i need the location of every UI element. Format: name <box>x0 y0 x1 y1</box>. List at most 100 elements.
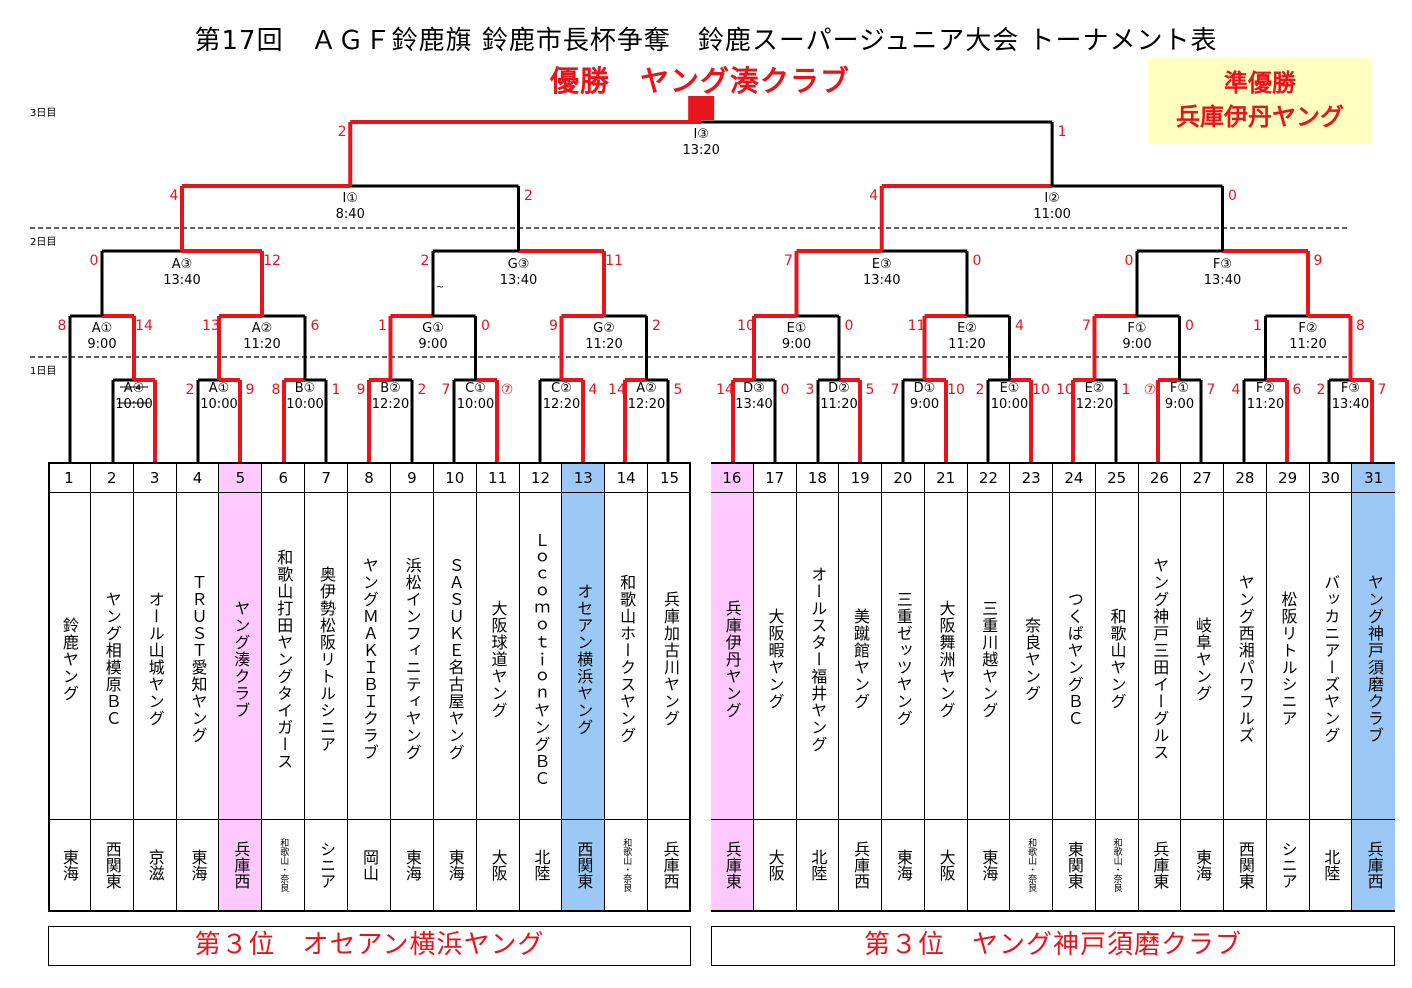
match-time: 13:40 <box>1332 397 1369 412</box>
match-time: 12:20 <box>628 397 665 412</box>
team-region: シニア <box>1266 819 1309 910</box>
match-time: 12:20 <box>543 397 580 412</box>
score-right: 10 <box>947 382 965 398</box>
page-title: 第17回 ＡＧＦ鈴鹿旗 鈴鹿市長杯争奪 鈴鹿スーパージュニア大会 トーナメント表 <box>194 26 1218 56</box>
runner-up-team: 兵庫伊丹ヤング <box>1176 103 1344 131</box>
third-place-left: 第３位 オセアン横浜ヤング <box>48 926 691 966</box>
team-name: 和歌山打田ヤングタイガース <box>274 548 294 770</box>
score-left: 14 <box>716 382 734 398</box>
match-time: 10:00 <box>115 397 152 412</box>
score-right: 14 <box>135 318 153 334</box>
team-name: 浜松インフィニティヤング <box>402 557 422 761</box>
team-region: 西関東 <box>562 819 605 910</box>
score-left: 7 <box>891 382 900 398</box>
match-code: G③ <box>508 257 530 272</box>
score-right: 5 <box>866 382 875 398</box>
score-right: 0 <box>973 253 982 269</box>
team-region: 兵庫西 <box>648 819 691 910</box>
match-time: 9:00 <box>782 337 811 352</box>
team-name: ヤングＭＡＫＩＢＩクラブ <box>359 557 379 761</box>
team-region: 和歌山・奈良 <box>1010 819 1052 910</box>
dash-mark: ~ <box>436 282 444 293</box>
score-right: 2 <box>418 382 427 398</box>
match-code: D③ <box>743 381 765 396</box>
team-number: 7 <box>305 464 348 493</box>
match-time: 13:40 <box>500 273 537 288</box>
match-time: 8:40 <box>336 207 365 222</box>
team-name: ヤング西湘パワフルズ <box>1235 574 1255 744</box>
match-time: 9:00 <box>1165 397 1194 412</box>
score-right: 9 <box>1314 253 1323 269</box>
match-code: A② <box>636 381 657 396</box>
score-right: 1 <box>1122 382 1131 398</box>
match-code: A① <box>92 321 113 336</box>
score-right: 12 <box>263 253 281 269</box>
match-code: F② <box>1298 321 1317 336</box>
team-name: オール山城ヤング <box>145 591 165 727</box>
match-code: D① <box>914 381 936 396</box>
score-right: 0 <box>1228 188 1237 204</box>
score-right: 6 <box>311 318 320 334</box>
team-name: ヤング湊クラブ <box>231 599 251 719</box>
score-right: 0 <box>481 318 490 334</box>
champion-marker <box>688 96 715 120</box>
match-code: F③ <box>1341 381 1360 396</box>
score-left: 7 <box>1082 318 1091 334</box>
score-right: 4 <box>589 382 598 398</box>
day-label-3: 3日目 <box>30 108 57 119</box>
team-number: 16 <box>711 464 753 493</box>
team-region: 大阪 <box>753 819 796 910</box>
day-label-2: 2日目 <box>30 237 57 248</box>
match-time: 11:20 <box>820 397 857 412</box>
third-place-right: 第３位 ヤング神戸須磨クラブ <box>711 926 1395 966</box>
score-right: 1 <box>332 382 341 398</box>
score-left: 3 <box>806 382 815 398</box>
match-time: 9:00 <box>910 397 939 412</box>
score-left: ⑦ <box>1144 382 1157 398</box>
score-left: 9 <box>357 382 366 398</box>
score-left: 8 <box>272 382 281 398</box>
match-time: 12:20 <box>372 397 409 412</box>
team-region: 兵庫西 <box>1352 819 1395 910</box>
score-right: 7 <box>1207 382 1216 398</box>
team-number: 20 <box>882 464 924 493</box>
match-time: 11:20 <box>1247 397 1284 412</box>
team-region: 東海 <box>48 819 90 910</box>
team-number: 23 <box>1010 464 1052 493</box>
team-name: ＬｏｃｏｍｏｔｉｏｎヤングＢＣ <box>531 531 551 787</box>
team-number: 10 <box>433 464 476 493</box>
team-name: 兵庫加古川ヤング <box>660 591 680 727</box>
match-code: E① <box>787 321 807 336</box>
team-region: 岡山 <box>348 819 390 910</box>
team-number: 31 <box>1352 464 1395 493</box>
match-time: 9:00 <box>87 337 116 352</box>
match-time: 9:00 <box>1122 337 1151 352</box>
team-number: 27 <box>1181 464 1223 493</box>
score-left: 1 <box>1253 318 1262 334</box>
score-right: 4 <box>1015 318 1024 334</box>
team-name: オセアン横浜ヤング <box>574 582 594 736</box>
score-left: 10 <box>1056 382 1074 398</box>
score-right: 6 <box>1293 382 1302 398</box>
match-code: A② <box>252 321 273 336</box>
team-region: 西関東 <box>1224 819 1266 910</box>
team-name: 大阪暇ヤング <box>765 608 785 710</box>
score-left: 2 <box>338 124 347 140</box>
team-region: 北陸 <box>1309 819 1352 910</box>
score-right: 0 <box>845 318 854 334</box>
team-name: 美蹴館ヤング <box>851 608 870 710</box>
match-code: I③ <box>693 127 709 142</box>
team-name: 三重ゼッツヤング <box>893 591 913 727</box>
team-region: 和歌山・奈良 <box>605 819 648 910</box>
